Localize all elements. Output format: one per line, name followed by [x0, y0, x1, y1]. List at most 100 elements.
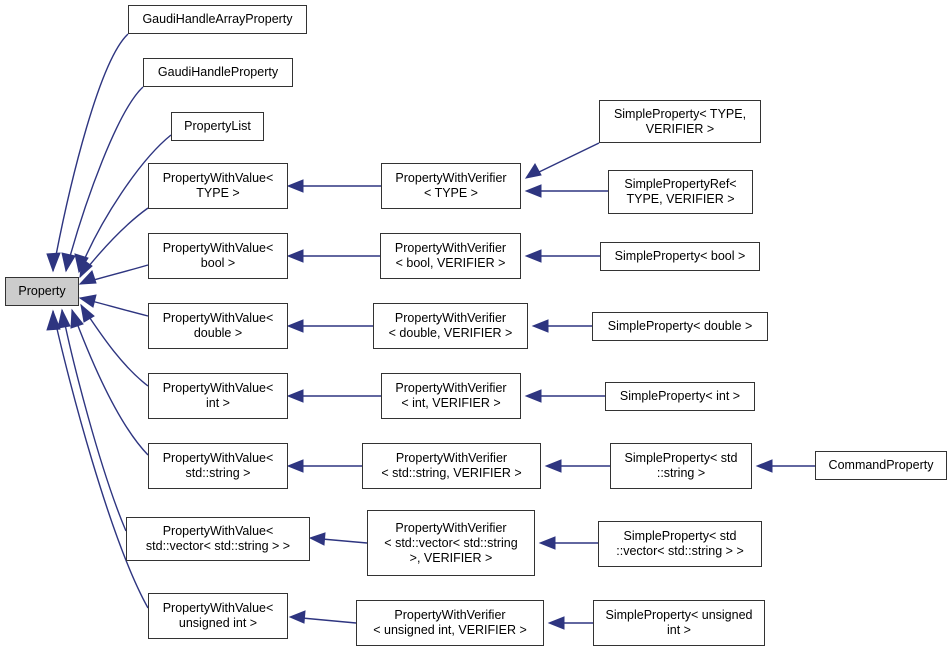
edge-simple-property-type-verifier-to-property-with-verifier-type — [524, 142, 600, 179]
class-node-property-with-value-vector-string[interactable]: PropertyWithValue< std::vector< std::str… — [126, 517, 310, 561]
class-node-property[interactable]: Property — [5, 277, 79, 306]
class-node-label: PropertyWithValue< bool > — [162, 241, 274, 270]
class-node-property-with-value-double[interactable]: PropertyWithValue< double > — [148, 303, 288, 349]
edge-simple-property-vector-string-to-property-with-verifier-vector-string — [538, 536, 598, 550]
class-node-property-with-verifier-int[interactable]: PropertyWithVerifier < int, VERIFIER > — [381, 373, 521, 419]
edge-property-with-value-vector-string-to-property — [57, 308, 127, 532]
class-node-property-with-verifier-unsigned-int[interactable]: PropertyWithVerifier < unsigned int, VER… — [356, 600, 544, 646]
class-node-label: PropertyWithVerifier < std::vector< std:… — [384, 520, 518, 565]
edge-property-with-value-type-to-property — [79, 207, 149, 279]
edge-property-with-verifier-type-to-property-with-value-type — [286, 179, 381, 193]
class-node-label: PropertyWithValue< std::string > — [162, 451, 274, 480]
class-node-label: PropertyWithValue< TYPE > — [162, 171, 274, 200]
class-node-label: SimpleProperty< std ::string > — [624, 451, 738, 480]
class-node-property-with-verifier-string[interactable]: PropertyWithVerifier < std::string, VERI… — [362, 443, 541, 489]
arrowhead — [286, 389, 304, 403]
edge-property-with-verifier-vector-string-to-property-with-value-vector-string — [308, 532, 368, 546]
class-node-property-with-verifier-vector-string[interactable]: PropertyWithVerifier < std::vector< std:… — [367, 510, 535, 576]
class-node-simple-property-string[interactable]: SimpleProperty< std ::string > — [610, 443, 752, 489]
class-node-property-with-value-string[interactable]: PropertyWithValue< std::string > — [148, 443, 288, 489]
class-node-property-with-value-int[interactable]: PropertyWithValue< int > — [148, 373, 288, 419]
edge-command-property-to-simple-property-string — [755, 459, 815, 473]
arrowhead — [286, 319, 304, 333]
class-node-simple-property-type-verifier[interactable]: SimpleProperty< TYPE, VERIFIER > — [599, 100, 761, 143]
arrowhead — [46, 309, 61, 331]
class-node-label: GaudiHandleProperty — [157, 65, 279, 79]
class-node-simple-property-double[interactable]: SimpleProperty< double > — [592, 312, 768, 341]
edge-simple-property-ref-type-verifier-to-property-with-verifier-type — [524, 184, 608, 198]
class-node-label: PropertyWithVerifier < unsigned int, VER… — [373, 608, 527, 637]
class-node-property-with-value-type[interactable]: PropertyWithValue< TYPE > — [148, 163, 288, 209]
arrowhead — [286, 249, 304, 263]
class-node-label: PropertyWithVerifier < double, VERIFIER … — [388, 311, 513, 340]
class-node-property-with-value-unsigned-int[interactable]: PropertyWithValue< unsigned int > — [148, 593, 288, 639]
class-node-label: SimplePropertyRef< TYPE, VERIFIER > — [624, 177, 737, 206]
edge-property-with-value-string-to-property — [70, 308, 149, 456]
class-node-property-with-value-bool[interactable]: PropertyWithValue< bool > — [148, 233, 288, 279]
edge-simple-property-unsigned-int-to-property-with-verifier-unsigned-int — [547, 616, 593, 630]
class-node-label: Property — [18, 284, 66, 298]
class-node-label: PropertyWithVerifier < bool, VERIFIER > — [394, 241, 507, 270]
class-node-property-list[interactable]: PropertyList — [171, 112, 264, 141]
arrowhead — [70, 308, 84, 329]
arrowhead — [755, 459, 773, 473]
arrowhead — [524, 249, 542, 263]
edge-simple-property-int-to-property-with-verifier-int — [524, 389, 605, 403]
class-node-gaudi-handle-array-property[interactable]: GaudiHandleArrayProperty — [128, 5, 307, 34]
class-node-label: GaudiHandleArrayProperty — [142, 12, 293, 26]
edge-property-with-verifier-int-to-property-with-value-int — [286, 389, 381, 403]
edge-property-with-verifier-double-to-property-with-value-double — [286, 319, 373, 333]
edge-property-with-value-unsigned-int-to-property — [46, 309, 149, 609]
arrowhead — [544, 459, 562, 473]
arrowhead — [524, 184, 542, 198]
class-node-label: SimpleProperty< TYPE, VERIFIER > — [613, 106, 747, 136]
edge-property-with-verifier-string-to-property-with-value-string — [286, 459, 362, 473]
arrowhead — [79, 258, 93, 279]
class-node-command-property[interactable]: CommandProperty — [815, 451, 947, 480]
class-node-label: SimpleProperty< bool > — [614, 249, 746, 263]
arrowhead — [57, 308, 71, 329]
class-node-label: SimpleProperty< unsigned int > — [605, 608, 753, 637]
class-node-label: SimpleProperty< double > — [607, 319, 753, 333]
edge-simple-property-double-to-property-with-verifier-double — [531, 319, 592, 333]
arrowhead — [547, 616, 565, 630]
class-node-label: PropertyWithVerifier < std::string, VERI… — [381, 451, 522, 480]
arrowhead — [288, 610, 306, 624]
arrowhead — [74, 253, 89, 274]
arrowhead — [308, 532, 326, 546]
edge-property-with-value-double-to-property — [78, 294, 149, 317]
edge-gaudi-handle-array-property-to-property — [46, 33, 129, 273]
class-node-label: PropertyWithValue< unsigned int > — [162, 601, 274, 630]
arrowhead — [286, 459, 304, 473]
class-node-simple-property-unsigned-int[interactable]: SimpleProperty< unsigned int > — [593, 600, 765, 646]
class-node-label: PropertyWithVerifier < int, VERIFIER > — [395, 381, 507, 410]
class-node-simple-property-ref-type-verifier[interactable]: SimplePropertyRef< TYPE, VERIFIER > — [608, 170, 753, 214]
edge-property-with-verifier-unsigned-int-to-property-with-value-unsigned-int — [288, 610, 357, 624]
class-node-simple-property-vector-string[interactable]: SimpleProperty< std ::vector< std::strin… — [598, 521, 762, 567]
class-node-simple-property-int[interactable]: SimpleProperty< int > — [605, 382, 755, 411]
class-node-label: SimpleProperty< int > — [619, 389, 741, 403]
edge-simple-property-bool-to-property-with-verifier-bool — [524, 249, 600, 263]
class-node-simple-property-bool[interactable]: SimpleProperty< bool > — [600, 242, 760, 271]
arrowhead — [46, 252, 61, 273]
arrowhead — [80, 303, 95, 323]
arrowhead — [524, 163, 542, 179]
class-node-property-with-verifier-type[interactable]: PropertyWithVerifier < TYPE > — [381, 163, 521, 209]
arrowhead — [286, 179, 304, 193]
class-node-label: PropertyList — [184, 119, 251, 133]
edge-property-with-verifier-bool-to-property-with-value-bool — [286, 249, 380, 263]
arrowhead — [61, 252, 76, 273]
class-node-gaudi-handle-property[interactable]: GaudiHandleProperty — [143, 58, 293, 87]
class-node-label: PropertyWithVerifier < TYPE > — [395, 171, 507, 200]
class-node-property-with-verifier-double[interactable]: PropertyWithVerifier < double, VERIFIER … — [373, 303, 528, 349]
class-node-label: SimpleProperty< std ::vector< std::strin… — [616, 529, 744, 558]
edge-property-with-value-bool-to-property — [78, 264, 149, 285]
edge-property-with-value-int-to-property — [80, 303, 149, 387]
arrowhead — [531, 319, 549, 333]
edge-simple-property-string-to-property-with-verifier-string — [544, 459, 610, 473]
arrowhead — [538, 536, 556, 550]
class-node-property-with-verifier-bool[interactable]: PropertyWithVerifier < bool, VERIFIER > — [380, 233, 521, 279]
arrowhead — [78, 294, 97, 308]
class-node-label: CommandProperty — [828, 458, 934, 472]
